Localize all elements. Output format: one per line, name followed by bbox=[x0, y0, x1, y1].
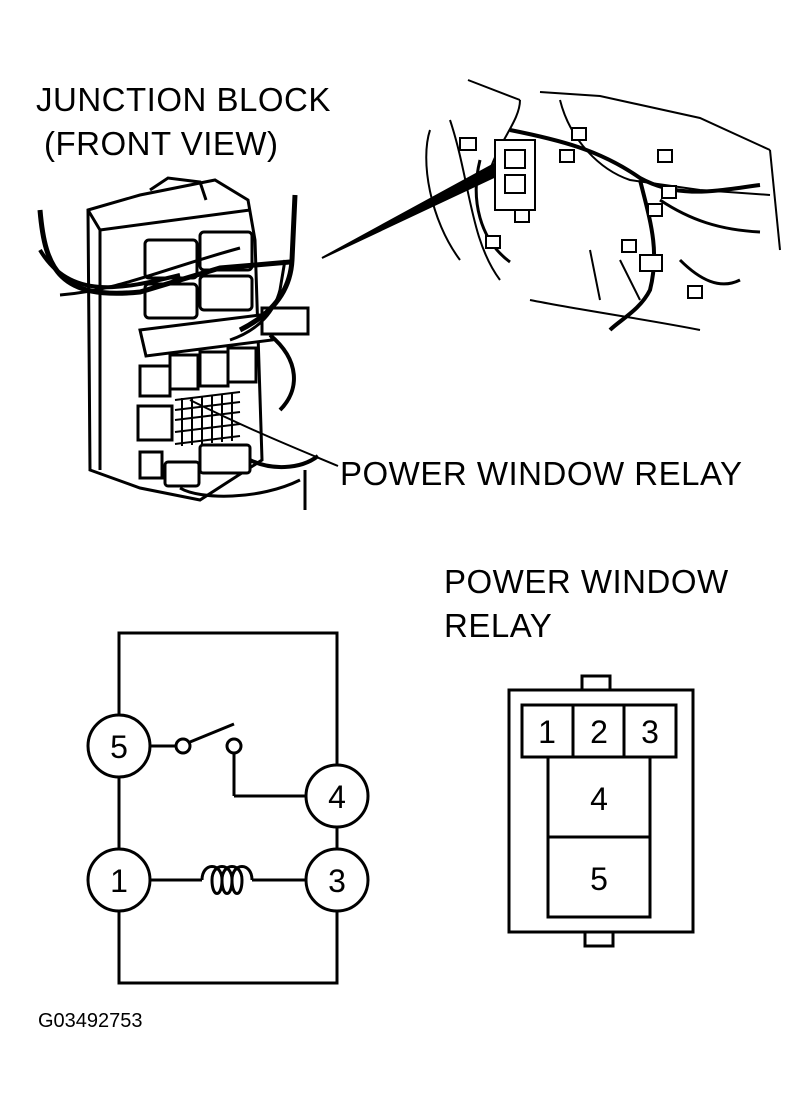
power-window-relay-callout: POWER WINDOW RELAY bbox=[340, 455, 743, 492]
relay-pin-layout bbox=[507, 674, 695, 948]
relay-schematic bbox=[117, 631, 339, 985]
relay-pin-2: 2 bbox=[590, 714, 608, 750]
terminal-3: 3 bbox=[304, 847, 370, 913]
relay-view-title-line1: POWER WINDOW bbox=[444, 563, 729, 600]
svg-text:1: 1 bbox=[110, 863, 128, 899]
terminal-1: 1 bbox=[86, 847, 152, 913]
svg-text:4: 4 bbox=[328, 779, 346, 815]
relay-pin-1: 1 bbox=[538, 714, 556, 750]
junction-block-illustration bbox=[37, 176, 339, 510]
figure-id: G03492753 bbox=[38, 1010, 143, 1032]
svg-text:3: 3 bbox=[328, 863, 346, 899]
relay-view-title-line2: RELAY bbox=[444, 607, 553, 644]
svg-text:5: 5 bbox=[110, 729, 128, 765]
dashboard-location-illustration bbox=[425, 79, 781, 332]
terminal-4: 4 bbox=[304, 763, 370, 829]
relay-pin-4: 4 bbox=[590, 781, 608, 817]
terminal-5: 5 bbox=[86, 713, 152, 779]
junction-block-title: JUNCTION BLOCK bbox=[36, 81, 331, 118]
relay-pin-3: 3 bbox=[641, 714, 659, 750]
relay-pin-5: 5 bbox=[590, 861, 608, 897]
junction-block-subtitle: (FRONT VIEW) bbox=[44, 125, 279, 162]
